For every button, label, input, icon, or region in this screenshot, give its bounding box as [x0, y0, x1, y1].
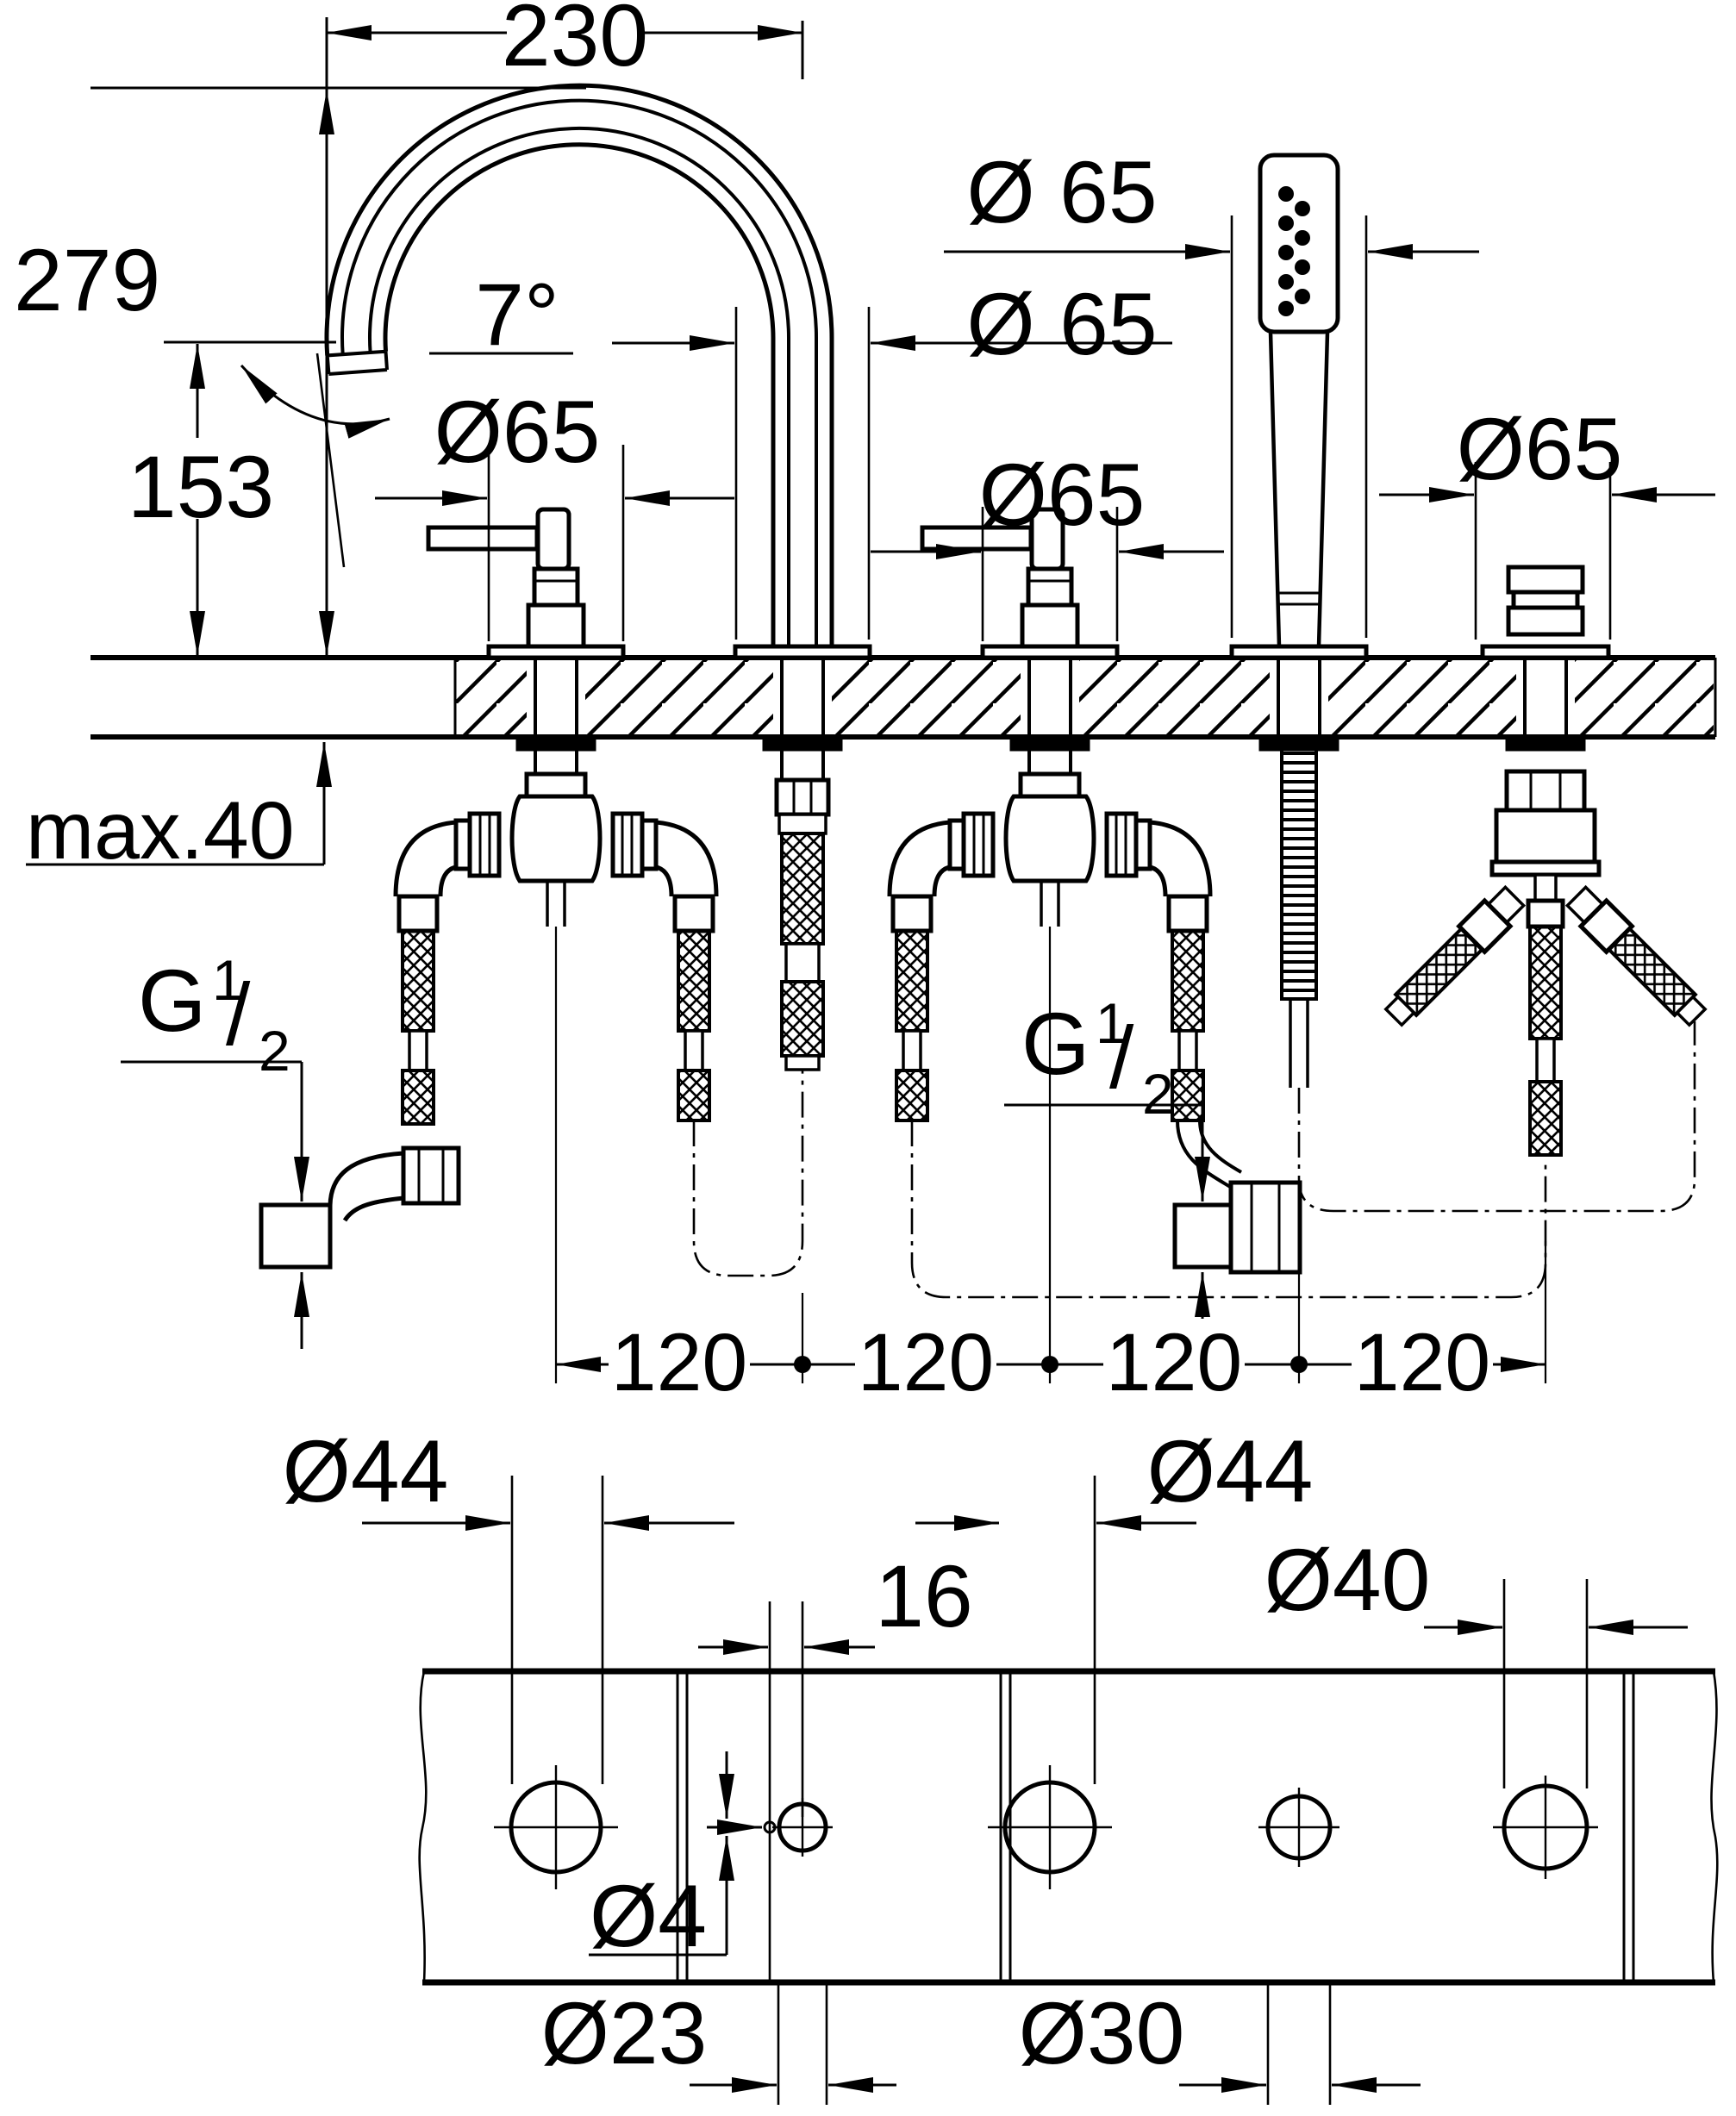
hole-crosshairs: [494, 1765, 1598, 1889]
plan-view: Ø44 16 Ø44 Ø40 Ø4 Ø23 Ø30: [283, 1422, 1719, 2105]
dim-o65-mid-handle-label: Ø65: [979, 446, 1146, 544]
dim-max40-label: max.40: [26, 785, 295, 877]
dim-7deg-label: 7°: [475, 265, 559, 364]
dim-o40-label: Ø40: [1265, 1531, 1431, 1629]
spacing-120-1: 120: [611, 1317, 748, 1408]
left-supply-elbow: [259, 1145, 461, 1270]
dim-230-label: 230: [502, 0, 648, 84]
knob-right-arm: [1564, 884, 1708, 1027]
dim-16-label: 16: [875, 1547, 972, 1645]
band-right-break: [1710, 1670, 1719, 1983]
thread-mid-den: 2: [1142, 1062, 1174, 1126]
spacing-120-3: 120: [1106, 1317, 1243, 1408]
left-handle-valve: [393, 507, 719, 1126]
band-left-break: [418, 1670, 428, 1983]
dim-153-label: 153: [128, 438, 274, 536]
dim-o65-knob-label: Ø65: [1457, 400, 1623, 498]
plan-labels: Ø44 16 Ø44 Ø40 Ø4 Ø23 Ø30: [283, 1422, 1431, 2082]
thread-mid-slash: /: [1109, 1008, 1134, 1107]
plan-dimensions: [362, 1515, 1688, 2093]
dim-o4-label: Ø4: [590, 1867, 707, 1965]
spacing-120-2: 120: [858, 1317, 995, 1408]
thread-left-slash: /: [226, 965, 251, 1064]
hand-shower: [1229, 153, 1369, 1088]
spray-dots: [1278, 186, 1310, 316]
thread-mid-num: 1: [1096, 991, 1127, 1055]
dim-o23-label: Ø23: [541, 1984, 708, 2082]
side-dimensions: [26, 17, 1715, 1398]
spacing-120-4: 120: [1354, 1317, 1491, 1408]
dim-279-label: 279: [14, 231, 160, 329]
side-view: 230 279 153 7° Ø 65 Ø 65 Ø65 Ø65 Ø65 max…: [14, 0, 1717, 1408]
mid-handle-valve: [887, 507, 1242, 1191]
thread-left-G: G: [138, 952, 206, 1050]
dim-o65-spout-label: Ø 65: [966, 275, 1157, 373]
dim-o65-left-handle-label: Ø65: [434, 383, 601, 481]
deck-slab: [91, 655, 1717, 740]
dim-o44-left-label: Ø44: [283, 1422, 449, 1520]
side-labels: 230 279 153 7° Ø 65 Ø 65 Ø65 Ø65 Ø65 max…: [14, 0, 1622, 1408]
thread-left-num: 1: [212, 948, 244, 1012]
right-knob-valve: [1383, 565, 1708, 1157]
plan-extension-lines: [510, 1476, 1589, 2105]
dim-o65-handshower-label: Ø 65: [966, 143, 1157, 241]
dim-o30-label: Ø30: [1019, 1984, 1185, 2082]
thread-mid-G: G: [1021, 995, 1090, 1093]
knob-left-arm: [1383, 884, 1527, 1027]
mid-supply-elbow: [1172, 1180, 1302, 1275]
spout: [324, 83, 872, 1071]
dim-o44-right-label: Ø44: [1147, 1422, 1314, 1520]
thread-left-den: 2: [259, 1019, 290, 1083]
